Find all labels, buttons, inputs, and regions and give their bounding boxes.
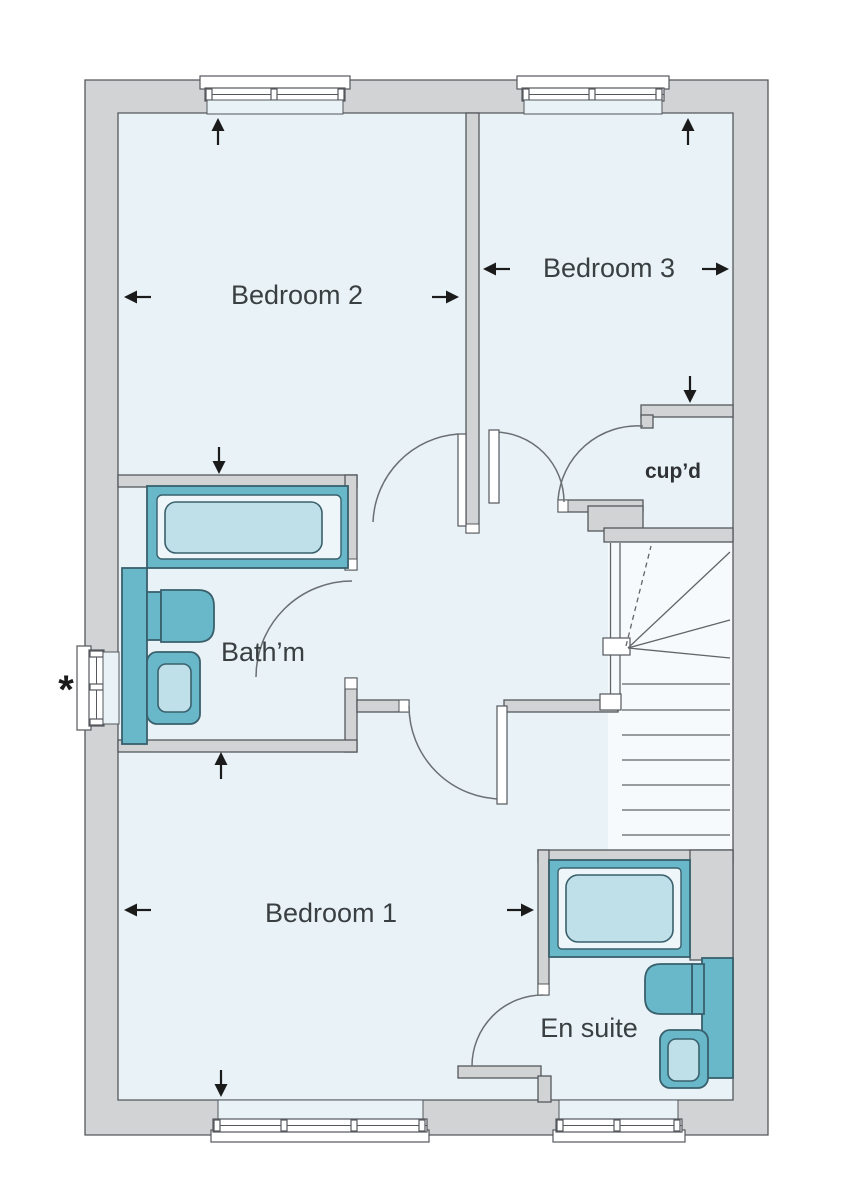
ensuite-fixtures	[548, 859, 734, 1089]
door-leaf-bedroom3	[488, 429, 500, 504]
bathroom-basin-bowl	[157, 663, 192, 713]
newel-post-bottom	[599, 693, 622, 711]
wall-cupboard-top	[640, 404, 734, 418]
arrow-bed2-bottom	[212, 447, 226, 474]
jamb-ensuite-door	[537, 983, 550, 996]
jamb-bathroom-bottom	[344, 677, 358, 690]
window-bedroom2	[199, 75, 351, 115]
window-ensuite	[552, 1099, 686, 1143]
arrow-bed2-right	[432, 290, 459, 304]
door-bedroom3	[488, 429, 565, 504]
door-leaf-bedroom1	[496, 705, 508, 805]
arrow-bed2-top	[211, 118, 225, 145]
arrow-bed3-right	[702, 262, 729, 276]
arrow-bed2-left	[124, 290, 151, 304]
label-asterisk: *	[58, 668, 74, 712]
door-bathroom	[255, 580, 353, 678]
label-bedroom1: Bedroom 1	[265, 898, 397, 928]
arrow-bed1-right	[507, 903, 534, 917]
wall-landing-corner	[587, 505, 644, 532]
arrow-bed1-bottom	[214, 1070, 228, 1097]
jamb-cupboard	[640, 414, 654, 429]
wall-bathroom-bed1	[117, 739, 358, 753]
stairs	[599, 543, 731, 836]
label-ensuite: En suite	[540, 1013, 638, 1043]
windows	[76, 75, 686, 1143]
wall-cupboard-stairs	[603, 527, 734, 543]
ensuite-toilet	[644, 963, 693, 1015]
stair-direction-line	[625, 545, 652, 647]
label-bedroom2: Bedroom 2	[231, 280, 363, 310]
room-labels: Bedroom 2 Bedroom 3 Bedroom 1 Bath’m En …	[58, 253, 701, 1043]
door-cupboard	[557, 425, 644, 501]
bathroom-toilet	[160, 589, 215, 643]
label-cupboard: cup’d	[645, 460, 701, 483]
arrow-bed1-top	[214, 752, 228, 779]
stairwell-floor	[608, 542, 733, 852]
bathroom-toilet-cistern	[146, 591, 162, 641]
bath-tub-basin	[164, 501, 323, 554]
wall-ensuite-right-void	[689, 849, 734, 961]
jamb-bed1-left	[398, 699, 410, 713]
window-bathroom-side	[76, 645, 120, 731]
door-leaf-bedroom2	[457, 433, 467, 527]
wall-ensuite-left	[537, 849, 550, 996]
door-ensuite	[471, 994, 544, 1067]
arrow-bed3-left	[483, 262, 510, 276]
shower-basin	[565, 874, 674, 943]
label-bathroom: Bath’m	[221, 637, 305, 667]
jamb-bed3-door	[557, 499, 569, 513]
winder-treads	[625, 545, 731, 659]
arrow-bed3-bottom	[683, 376, 697, 403]
ensuite-basin-bowl	[667, 1038, 700, 1082]
ensuite-toilet-cistern	[691, 963, 705, 1015]
bathroom-vanity	[121, 567, 148, 745]
label-bedroom3: Bedroom 3	[543, 253, 675, 283]
doors	[255, 425, 644, 1067]
door-bedroom1	[408, 705, 508, 805]
wall-bed2-bed3-divider	[465, 112, 480, 534]
bathroom-fixtures	[121, 485, 349, 745]
straight-treads	[622, 683, 730, 836]
door-bedroom2	[372, 433, 467, 527]
jamb-ensuite-corner	[537, 1075, 552, 1103]
wall-ensuite-stub	[457, 1065, 542, 1079]
dimension-arrows	[124, 118, 729, 1097]
window-bedroom3	[516, 75, 670, 115]
newel-post-top	[602, 637, 631, 656]
window-bedroom1	[210, 1099, 430, 1143]
arrow-bed3-top	[681, 118, 695, 145]
jamb-divider-end	[465, 523, 480, 534]
arrow-bed1-left	[124, 903, 151, 917]
